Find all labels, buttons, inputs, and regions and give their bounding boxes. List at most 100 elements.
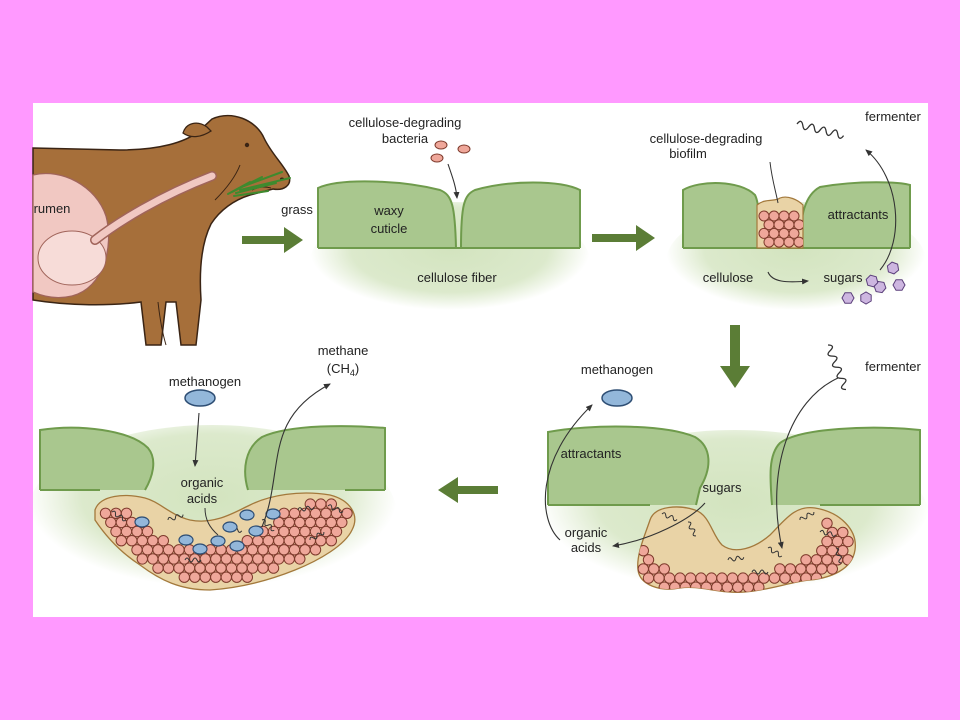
methanogen-cell — [222, 521, 238, 533]
sugars-label: sugars — [702, 480, 742, 495]
bacteria-label-line2: bacteria — [382, 131, 429, 146]
bacterium-cell — [115, 535, 128, 547]
grass-blade — [235, 182, 277, 194]
bacterium-cell — [330, 525, 343, 538]
fermenter-bacterium — [184, 557, 202, 563]
bacterium-cell — [837, 545, 849, 557]
methanogen-cell — [210, 535, 226, 547]
esophagus — [91, 172, 216, 244]
bacterium-cell — [826, 563, 838, 575]
bacterium-cell — [220, 571, 233, 583]
bacterium-cell — [99, 507, 112, 519]
acids-to-methanogen-arrow — [544, 404, 593, 541]
leaf-cuticle-left — [547, 425, 710, 506]
fermenter-bacterium — [751, 569, 769, 575]
methane-label: methane — [318, 343, 369, 358]
leaf-cuticle-right — [769, 426, 921, 506]
methane-release-arrow — [261, 383, 331, 528]
bacterium-cell — [773, 236, 785, 248]
bacterium-cell — [637, 563, 649, 575]
cow-neck-fold — [214, 164, 241, 201]
bacterium-cell — [805, 563, 817, 575]
methanogen-label: methanogen — [581, 362, 653, 377]
methanogen-attachment-arrow — [192, 412, 200, 467]
methanogen-cell — [134, 516, 150, 528]
bacterium-cell — [189, 553, 201, 565]
bacterium-cell — [653, 572, 665, 584]
bacterium — [434, 140, 448, 150]
bacterium-cell — [779, 572, 791, 584]
cow-ear — [182, 122, 213, 138]
bacterium-cell — [267, 562, 280, 574]
bacterium-cell — [294, 553, 306, 565]
methanogenesis-panel: methanogen methane (CH4) organic acids — [27, 343, 397, 605]
bacterium-cell — [821, 535, 833, 548]
bacterium-cell — [267, 525, 280, 538]
bacterium-cell — [784, 563, 796, 575]
bacterium-cell — [241, 553, 254, 565]
biofilm-cells — [637, 517, 854, 593]
bacterium-cell — [793, 236, 803, 248]
bacterium-cell — [842, 535, 854, 548]
cow-leg-line — [157, 301, 167, 346]
methane-formula-subscript: 4 — [350, 368, 355, 378]
fermenter-label: fermenter — [865, 359, 921, 374]
fermenter-attraction-arrow — [865, 149, 897, 271]
bacterium-cell — [336, 516, 348, 529]
bacterium — [430, 153, 444, 163]
methanogen-cell — [192, 543, 208, 555]
grass-blade — [239, 177, 291, 191]
biofilm-leader-line — [769, 161, 779, 204]
bacterium-cell — [283, 553, 295, 565]
sugar-molecule — [860, 291, 872, 305]
bacterium-cell — [210, 553, 222, 565]
rumen-label: rumen — [34, 201, 71, 216]
fermenter-bacterium — [111, 510, 127, 522]
methanogen-cell — [184, 389, 216, 407]
bacterium-cell — [152, 562, 164, 574]
bacterium-cell — [788, 210, 800, 222]
cellulose-to-sugars-arrow — [767, 271, 809, 285]
bacterium-cell — [162, 562, 175, 574]
sugar-molecule — [865, 274, 879, 288]
bacterium-cell — [120, 507, 133, 519]
bacterium-cell — [783, 236, 795, 248]
bacterium-cell — [309, 544, 322, 556]
step-arrow-right-2 — [592, 225, 655, 251]
bacterium-cell — [837, 526, 849, 539]
organic-acids-label-line1: organic — [565, 525, 608, 540]
bacterium-cell — [189, 571, 201, 583]
embedded-methanogens — [134, 508, 281, 555]
grass-label: grass — [281, 202, 313, 217]
bacterium-cell — [648, 563, 660, 575]
methane-formula-prefix: (CH — [327, 361, 350, 376]
fermenter-bacterium — [767, 546, 783, 558]
fermenter-bacterium — [309, 531, 325, 541]
bacterium-cell — [131, 525, 143, 538]
bacterium-cell — [231, 571, 243, 583]
bacterium-cell — [742, 581, 754, 593]
organic-acids-leader-line — [204, 507, 219, 536]
bacterium-cell — [120, 525, 133, 538]
cow-body — [32, 114, 291, 346]
fermenter-bacterium — [661, 512, 678, 522]
bacterium-cell — [168, 553, 180, 565]
bacterium-cell — [795, 563, 807, 575]
fermenter-bacterium — [799, 511, 815, 521]
bacterium-cell — [178, 571, 191, 583]
biofilm-cells — [758, 210, 803, 248]
leaf-cuticle-left — [682, 182, 761, 249]
bacterium-cell — [753, 581, 765, 593]
cow-eye — [244, 142, 250, 148]
grass-blade — [233, 190, 269, 197]
step-arrow-left — [438, 477, 498, 503]
bacterium-cell — [774, 563, 786, 575]
bacterium-cell — [273, 553, 285, 565]
bacterium-cell — [768, 572, 781, 584]
attachment-panel: cellulose-degrading bacteria waxy cuticl… — [310, 115, 590, 322]
sugar-molecule — [886, 261, 900, 275]
bacterium-cell — [199, 553, 212, 565]
organic-acids-label-line2: acids — [571, 540, 602, 555]
bacterium-cell — [157, 553, 170, 565]
